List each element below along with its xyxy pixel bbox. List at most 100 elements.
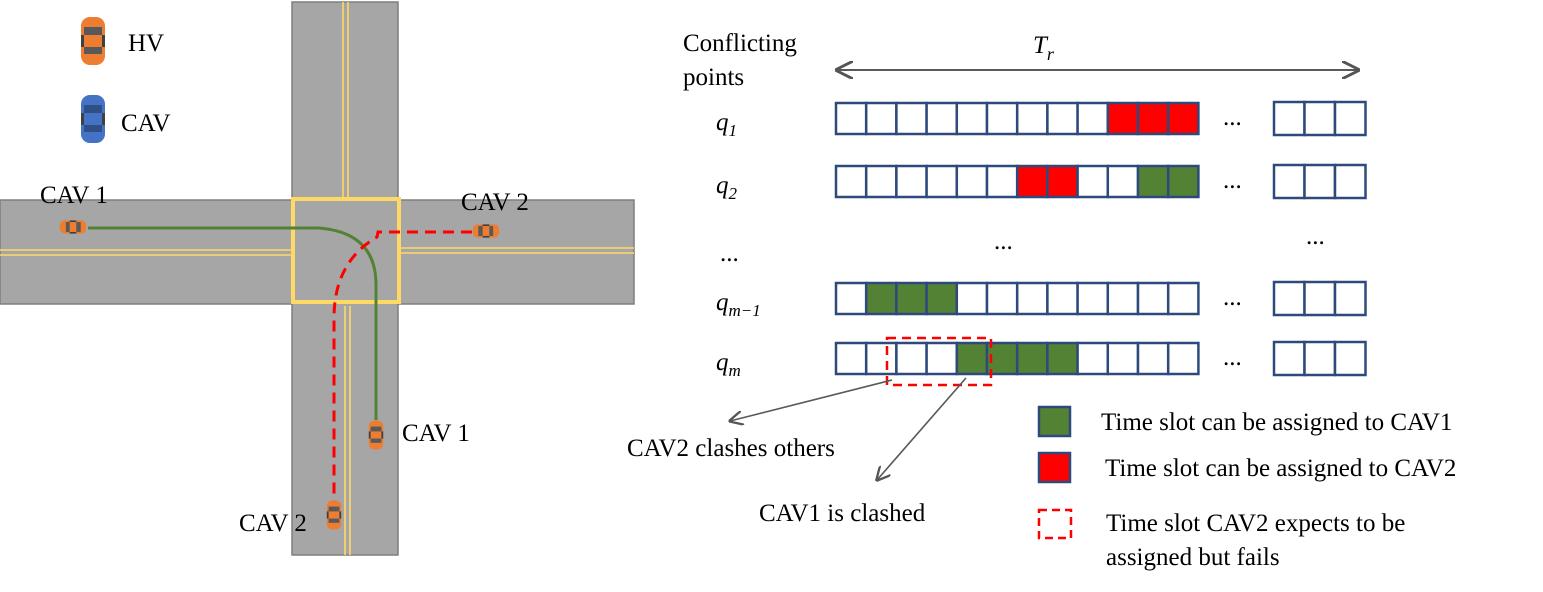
time-slot: [925, 341, 959, 376]
time-slot: [895, 101, 928, 136]
time-slot: [1046, 164, 1079, 199]
conflict-row-4: qm...: [716, 340, 1367, 380]
cav1-west-label: CAV 1: [40, 182, 108, 209]
cav2-clashes-arrow: [730, 379, 893, 421]
time-slot-tail: [1303, 340, 1337, 377]
time-slot: [895, 281, 928, 316]
lane-lines: [0, 2, 634, 555]
cav-label: CAV: [121, 110, 171, 137]
conflict-row-2: q2...: [716, 163, 1367, 203]
legend-dashed-swatch: [1037, 508, 1073, 540]
conflict-header-line2: points: [683, 64, 744, 91]
time-slot: [1136, 341, 1170, 376]
time-slot: [864, 281, 898, 316]
time-slot: [1046, 101, 1079, 136]
legend-red-label: Time slot can be assigned to CAV2: [1105, 455, 1456, 482]
legend-green-label: Time slot can be assigned to CAV1: [1101, 409, 1452, 436]
time-slot: [834, 341, 868, 376]
time-slot: [925, 101, 959, 136]
time-slot: [1136, 101, 1170, 136]
time-slot-tail: [1333, 163, 1367, 200]
time-slot: [925, 164, 959, 199]
time-slot: [955, 101, 989, 136]
row-ellipsis: ...: [1223, 344, 1242, 371]
time-slot-tail: [1333, 280, 1367, 317]
time-slot: [1166, 101, 1200, 136]
conflict-row-1: q1...: [716, 100, 1367, 140]
time-slot: [985, 101, 1019, 136]
time-slot: [955, 164, 989, 199]
cav1-clashed-arrow: [877, 377, 967, 480]
time-slot: [1076, 281, 1110, 316]
time-slot-tail: [1303, 280, 1337, 317]
conflict-row-3: qm−1...: [716, 280, 1367, 320]
time-slot: [1106, 164, 1140, 199]
hv-label: HV: [128, 30, 164, 57]
time-span-label: Tr: [1033, 32, 1055, 64]
time-slot: [1076, 101, 1110, 136]
cav2-path: [332, 230, 472, 505]
conflict-header-line1: Conflicting: [683, 30, 797, 57]
conflict-point-label: qm: [716, 349, 741, 380]
time-slot: [1015, 341, 1049, 376]
legend-red-swatch: [1037, 451, 1072, 484]
slot-rows: q1...q2...qm−1...qm...: [716, 100, 1367, 380]
hv-car-icon: [81, 17, 105, 65]
time-slot: [895, 341, 928, 376]
conflict-point-label: q2: [716, 172, 738, 203]
time-slot: [1106, 101, 1140, 136]
time-slot: [864, 164, 898, 199]
time-slot: [925, 281, 959, 316]
vehicle-legend: HV CAV: [81, 17, 171, 143]
row-ellipsis: ...: [1223, 104, 1242, 131]
time-slot-tail: [1333, 100, 1367, 137]
cav2-south-label: CAV 2: [239, 510, 307, 537]
time-slot: [955, 281, 989, 316]
time-slot: [1076, 341, 1110, 376]
mid-tail-ellipsis: ...: [1306, 223, 1325, 250]
cav2-south-car-icon: [326, 500, 342, 530]
time-slot: [834, 281, 868, 316]
time-slot: [834, 164, 868, 199]
mid-slots-ellipsis: ...: [994, 228, 1013, 255]
time-slot: [1136, 281, 1170, 316]
time-slot-tail: [1303, 163, 1337, 200]
time-slot: [1046, 341, 1079, 376]
time-slot: [834, 101, 868, 136]
cav2-clashes-text: CAV2 clashes others: [627, 435, 835, 462]
time-slot-tail: [1272, 280, 1306, 317]
time-slot: [985, 281, 1019, 316]
timeline: Conflicting points Tr q1...q2...qm−1...q…: [627, 30, 1367, 527]
row-ellipsis: ...: [1223, 167, 1242, 194]
cav1-clashed-text: CAV1 is clashed: [759, 500, 926, 527]
time-slot: [864, 341, 898, 376]
time-slot: [1076, 164, 1110, 199]
time-slot: [1166, 341, 1200, 376]
legend-green-swatch: [1037, 405, 1072, 438]
cav2-east-car-icon: [472, 224, 500, 238]
time-slot-tail: [1272, 340, 1306, 377]
time-slot: [1015, 281, 1049, 316]
time-slot-tail: [1303, 100, 1337, 137]
cav1-west-car-icon: [59, 220, 87, 234]
cav1-south-car-icon: [368, 420, 384, 450]
time-slot-tail: [1272, 100, 1306, 137]
time-slot: [1015, 164, 1049, 199]
conflict-point-label: qm−1: [716, 289, 761, 320]
row-ellipsis: ...: [1223, 284, 1242, 311]
legend-dashed-line1: Time slot CAV2 expects to be: [1106, 510, 1405, 537]
time-slot: [955, 341, 989, 376]
intersection: CAV 1 CAV 2 CAV 1 CAV 2: [0, 1, 635, 556]
time-slot: [985, 164, 1019, 199]
cav1-south-label: CAV 1: [402, 420, 470, 447]
time-slot: [895, 164, 928, 199]
mid-row-ellipsis: ...: [720, 240, 739, 267]
time-slot-tail: [1272, 163, 1306, 200]
time-slot: [1166, 164, 1200, 199]
cav2-east-label: CAV 2: [461, 189, 529, 216]
cav2-expected-slot-dashed: [885, 336, 993, 387]
time-slot: [1106, 341, 1140, 376]
conflict-zone-box: [291, 197, 401, 304]
conflict-point-label: q1: [716, 109, 737, 140]
